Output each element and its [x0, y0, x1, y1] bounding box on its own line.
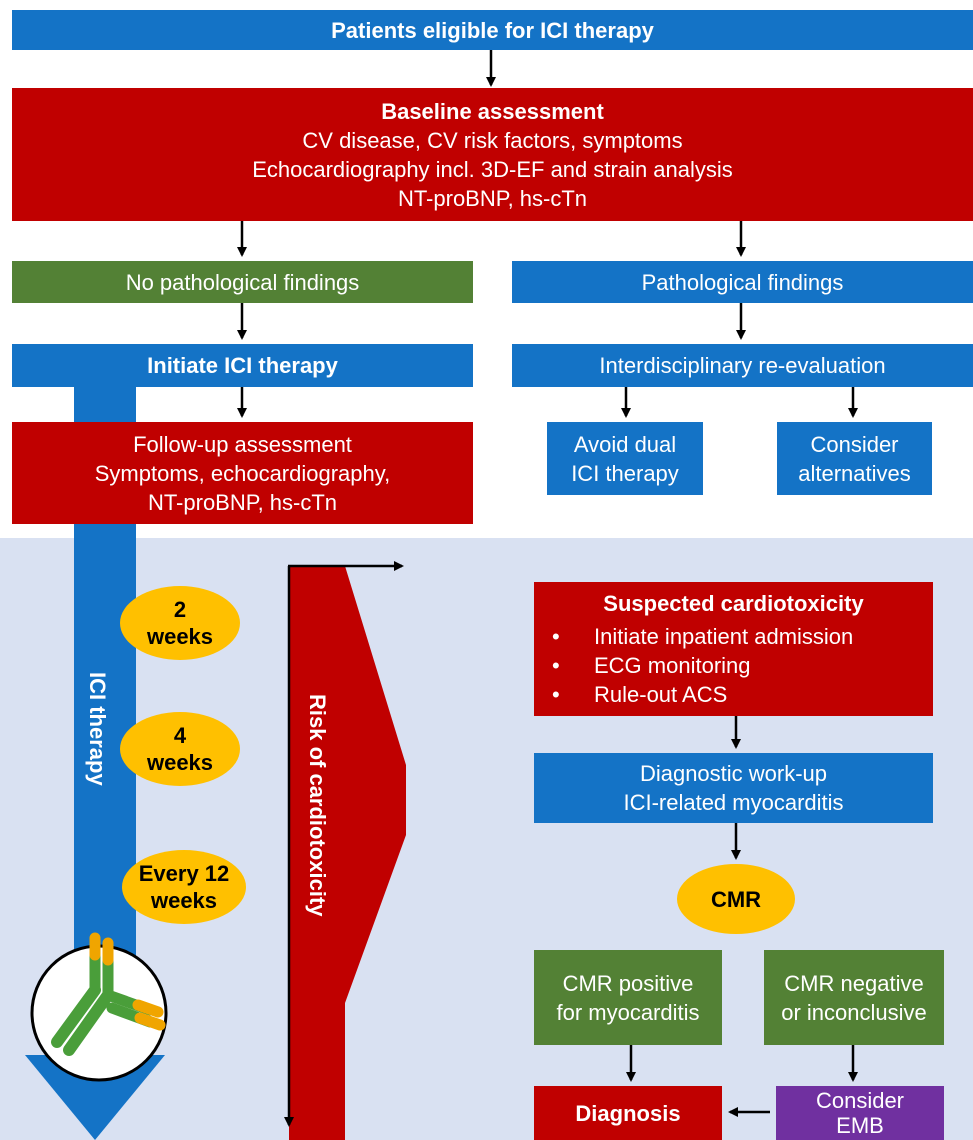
oval-every-12-weeks: Every 12 weeks	[122, 850, 246, 924]
cmr-positive-box: CMR positive for myocarditis	[534, 950, 722, 1045]
followup-line-3: NT-proBNP, hs-cTn	[147, 489, 338, 515]
workup-line-2: ICI-related myocarditis	[623, 790, 844, 815]
avoid-box: Avoid dual ICI therapy	[547, 422, 703, 495]
oval-12-weeks-line-1: Every 12	[138, 861, 230, 886]
suspected-item-acs: Rule-out ACS	[544, 680, 923, 709]
followup-line-1: Follow-up assessment	[133, 431, 352, 457]
oval-2-weeks-line-1: 2	[173, 597, 187, 622]
diagnosis-label: Diagnosis	[575, 1100, 681, 1126]
suspected-box: Suspected cardiotoxicity Initiate inpati…	[534, 582, 933, 716]
avoid-line-2: ICI therapy	[571, 460, 679, 486]
oval-2-weeks: 2 weeks	[120, 586, 240, 660]
followup-line-2: Symptoms, echocardiography,	[94, 460, 391, 486]
emb-box: Consider EMB	[776, 1086, 944, 1140]
alternatives-box: Consider alternatives	[777, 422, 932, 495]
eligible-title: Patients eligible for ICI therapy	[331, 17, 654, 43]
no-findings-box: No pathological findings	[12, 261, 473, 303]
baseline-line-2: Echocardiography incl. 3D-EF and strain …	[252, 156, 733, 182]
baseline-box: Baseline assessment CV disease, CV risk …	[12, 88, 973, 221]
findings-box: Pathological findings	[512, 261, 973, 303]
antibody-icon	[30, 932, 168, 1082]
followup-box: Follow-up assessment Symptoms, echocardi…	[12, 422, 473, 524]
cmr-negative-box: CMR negative or inconclusive	[764, 950, 944, 1045]
oval-4-weeks-line-1: 4	[173, 723, 187, 748]
alternatives-line-1: Consider	[810, 431, 899, 457]
oval-4-weeks-line-2: weeks	[146, 750, 214, 775]
risk-shape	[289, 566, 406, 1140]
ici-therapy-label: ICI therapy	[85, 672, 110, 786]
cmr-label: CMR	[710, 886, 762, 912]
oval-12-weeks-line-2: weeks	[150, 888, 218, 913]
baseline-line-3: NT-proBNP, hs-cTn	[397, 185, 588, 211]
emb-line-1: Consider	[815, 1088, 905, 1113]
suspected-item-admission: Initiate inpatient admission	[544, 622, 923, 651]
reeval-label: Interdisciplinary re-evaluation	[599, 353, 886, 378]
cmr-positive-line-2: for myocarditis	[556, 999, 700, 1025]
cmr-oval: CMR	[677, 864, 795, 934]
oval-4-weeks: 4 weeks	[120, 712, 240, 786]
suspected-title: Suspected cardiotoxicity	[603, 591, 864, 616]
eligible-box: Patients eligible for ICI therapy	[12, 10, 973, 50]
oval-2-weeks-line-2: weeks	[146, 624, 214, 649]
alternatives-line-2: alternatives	[798, 460, 911, 486]
cmr-positive-line-1: CMR positive	[562, 970, 694, 996]
initiate-label: Initiate ICI therapy	[147, 353, 338, 378]
baseline-line-1: CV disease, CV risk factors, symptoms	[302, 127, 683, 153]
initiate-box: Initiate ICI therapy	[12, 344, 473, 387]
findings-label: Pathological findings	[641, 269, 844, 295]
workup-line-1: Diagnostic work-up	[639, 761, 828, 786]
avoid-line-1: Avoid dual	[573, 431, 677, 457]
cmr-negative-line-1: CMR negative	[784, 970, 924, 996]
emb-line-2: EMB	[836, 1113, 884, 1138]
baseline-title: Baseline assessment	[381, 98, 604, 124]
suspected-list: Initiate inpatient admission ECG monitor…	[544, 622, 923, 709]
risk-label: Risk of cardiotoxicity	[305, 694, 330, 917]
reeval-box: Interdisciplinary re-evaluation	[512, 344, 973, 387]
diagnosis-box: Diagnosis	[534, 1086, 722, 1140]
suspected-item-ecg: ECG monitoring	[544, 651, 923, 680]
no-findings-label: No pathological findings	[125, 269, 360, 295]
cmr-negative-line-2: or inconclusive	[781, 999, 927, 1025]
workup-box: Diagnostic work-up ICI-related myocardit…	[534, 753, 933, 823]
